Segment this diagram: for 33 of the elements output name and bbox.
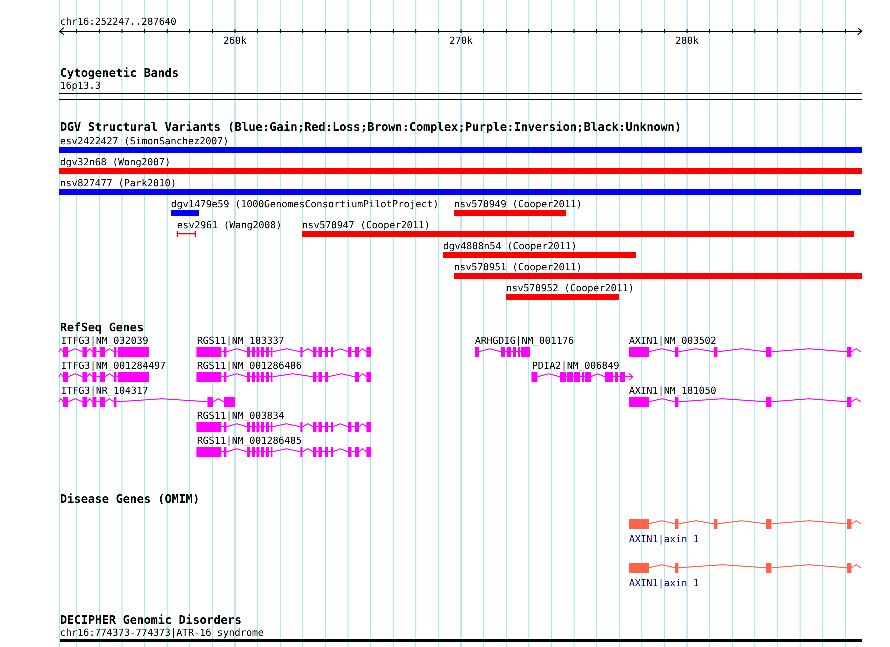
variant-label: esv2961 (Wang2008)	[178, 221, 280, 231]
variant-label: nsv570951 (Cooper2011)	[455, 263, 580, 273]
gene-label: AXIN1|axin 1	[629, 579, 698, 589]
tick-label: 270k	[450, 36, 473, 44]
coordinate-label: chr16:252247..287640	[61, 18, 176, 26]
tick-label: 280k	[676, 36, 699, 44]
track-title: DECIPHER Genomic Disorders	[61, 614, 241, 624]
disorder-label: chr16:774373-774373|ATR-16 syndrome	[61, 628, 264, 638]
track-title: Disease Genes (OMIM)	[61, 494, 198, 505]
transcript-label: RGS11|NM_003834	[198, 412, 284, 422]
transcript-label: RGS11|NM_001286485	[198, 436, 302, 446]
transcript-label: RGS11|NM_183337	[198, 336, 284, 346]
variant-label: dgv4808n54 (Cooper2011)	[444, 242, 576, 252]
transcript-label: AXIN1|NM_003502	[629, 336, 716, 346]
variant-label: nsv827477 (Park2010)	[61, 179, 175, 188]
variant-label: nsv570952 (Cooper2011)	[507, 284, 632, 294]
track-title: DGV Structural Variants (Blue:Gain;Red:Loss;Brown:Complex;Purple:Inversion;Black:Unknown)	[61, 122, 680, 134]
band-label: 16p13.3	[61, 82, 100, 91]
variant-label: dgv32n68 (Wong2007)	[60, 158, 169, 168]
variant-label: esv2422427 (SimonSanchez2007)	[60, 137, 228, 146]
transcript-label: AXIN1|NM_181050	[629, 386, 716, 396]
transcript-label: ITFG3|NM_032039	[62, 336, 148, 346]
transcript-label: PDIA2|NM_006849	[533, 362, 619, 372]
tick-label: 260k	[224, 36, 247, 44]
transcript-label: RGS11|NM_001286486	[198, 362, 302, 372]
variant-label: nsv570947 (Cooper2011)	[303, 221, 428, 231]
track-title: RefSeq Genes	[61, 322, 144, 334]
variant-label: dgv1479e59 (1000GenomesConsortiumPilotProject)	[172, 200, 437, 210]
transcript-label: ITFG3|NR_104317	[62, 386, 148, 396]
transcript-label: ARHGDIG|NM_001176	[475, 336, 574, 346]
variant-label: nsv570949 (Cooper2011)	[455, 200, 580, 210]
gene-label: AXIN1|axin 1	[629, 535, 698, 545]
transcript-label: ITFG3|NM_001284497	[62, 362, 166, 372]
